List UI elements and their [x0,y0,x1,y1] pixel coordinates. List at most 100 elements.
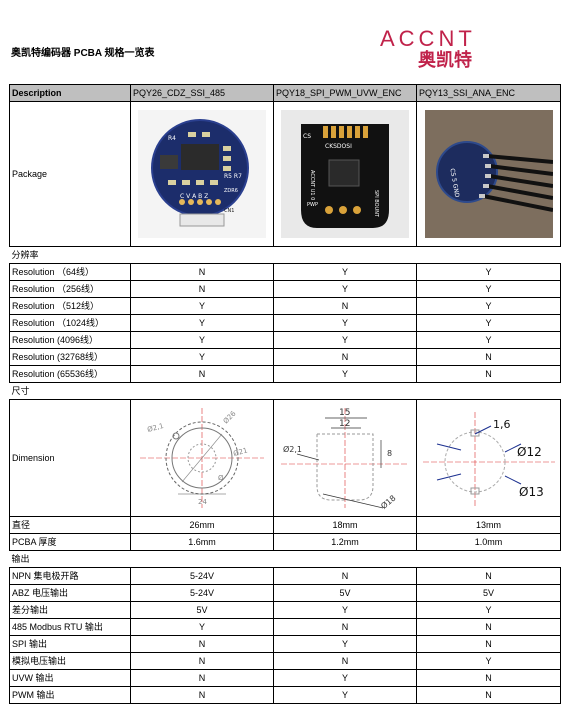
pcba-board-26mm-image: C V A B Z R4 R5 R7 ZDR6 CN1 [138,110,266,238]
pcba-board-13mm-image: CS 5 GND [424,110,553,238]
spec-table: Description PQY26_CDZ_SSI_485 PQY18_SPI_… [9,84,561,704]
dimension-drawing-3: 1,6 Ø12 Ø13 [416,399,561,517]
output-value-col3: Y [416,601,561,619]
output-value-col1: N [130,669,274,687]
resolution-row-label: Resolution (65536线） [9,365,131,383]
resolution-row-label: Resolution (4096线） [9,331,131,349]
output-value-col3: Y [416,652,561,670]
resolution-row-label: Resolution （256线） [9,280,131,298]
output-row-label: NPN 集电极开路 [9,567,131,585]
resolution-value-col3: N [416,348,561,366]
header-col3: PQY13_SSI_ANA_ENC [416,84,561,102]
resolution-value-col1: Y [130,297,274,315]
output-row-label: UVW 输出 [9,669,131,687]
logo-brand-text: ACCNT [380,26,476,51]
package-image-2: CS CKSDOSI ACCNT U1 0 PWP SPI BOUNT [273,101,417,247]
dimension-drawing-13mm: 1,6 Ø12 Ø13 [422,412,555,508]
dim3-label-c: Ø13 [519,485,544,499]
resolution-value-col2: N [273,348,417,366]
size-section: 尺寸 [9,382,561,400]
size-value-col2: 1.2mm [273,533,417,551]
output-value-col2: 5V [273,584,417,602]
board1-pads: C V A B Z [180,193,208,200]
resolution-value-col3: Y [416,297,561,315]
dim1-label-c: Ø21 [232,446,248,457]
size-value-col3: 13mm [416,516,561,534]
output-value-col2: Y [273,669,417,687]
output-value-col1: 5V [130,601,274,619]
output-value-col2: Y [273,686,417,704]
size-section-label: 尺寸 [9,382,561,400]
size-value-col2: 18mm [273,516,417,534]
dim2-label-a: 15 [339,408,350,418]
output-row-label: SPI 输出 [9,635,131,653]
resolution-value-col2: Y [273,280,417,298]
dimension-drawing-18mm: 15 12 Ø2,1 8 Ø18 [281,408,409,511]
package-label: Package [9,101,131,247]
output-section-label: 输出 [9,550,561,568]
resolution-value-col1: Y [130,348,274,366]
dim1-label-d: 24 [198,498,207,506]
dim3-label-b: Ø12 [517,445,542,459]
package-row: Package [9,101,561,247]
dim3-label-a: 1,6 [493,418,511,431]
output-value-col3: N [416,567,561,585]
output-value-col2: Y [273,601,417,619]
size-value-col3: 1.0mm [416,533,561,551]
output-value-col3: N [416,618,561,636]
board1-ref1: R4 [168,135,176,142]
dimension-label: Dimension [9,399,131,517]
dim2-label-e: Ø18 [379,493,398,511]
resolution-section: 分辨率 [9,246,561,264]
board2-top-label: CS [303,133,311,140]
resolution-value-col2: Y [273,314,417,332]
resolution-value-col1: N [130,280,274,298]
output-value-col2: Y [273,635,417,653]
dimension-drawing-2: 15 12 Ø2,1 8 Ø18 [273,399,417,517]
resolution-row-label: Resolution （1024线） [9,314,131,332]
dimension-row: Dimension Ø2,1 Ø26 Ø21 24 Ø [9,399,561,517]
output-row-label: 差分输出 [9,601,131,619]
resolution-section-label: 分辨率 [9,246,561,264]
board2-label1: CKSDOSI [325,143,352,150]
output-value-col1: Y [130,618,274,636]
output-value-col1: N [130,652,274,670]
resolution-value-col3: Y [416,263,561,281]
resolution-value-col3: N [416,365,561,383]
size-row-label: PCBA 厚度 [9,533,131,551]
dimension-drawing-1: Ø2,1 Ø26 Ø21 24 Ø [130,399,274,517]
resolution-value-col2: Y [273,263,417,281]
logo-brand-cn: 奥凯特 [418,50,472,70]
resolution-value-col3: Y [416,331,561,349]
output-value-col1: 5-24V [130,567,274,585]
header-col2: PQY18_SPI_PWM_UVW_ENC [273,84,417,102]
resolution-value-col3: Y [416,314,561,332]
dim2-label-c: Ø2,1 [283,444,302,454]
pcba-board-18mm-image: CS CKSDOSI ACCNT U1 0 PWP SPI BOUNT [281,110,409,238]
resolution-value-col1: N [130,263,274,281]
board2-label2: ACCNT U1 0 [309,170,315,200]
dim2-label-b: 12 [339,419,350,429]
board1-ref2: R5 R7 [224,173,242,180]
dim2-label-d: 8 [387,449,392,458]
header-description: Description [9,84,131,102]
resolution-row-label: Resolution (32768线） [9,348,131,366]
resolution-value-col1: N [130,365,274,383]
board2-label4: SPI BOUNT [373,190,379,218]
output-value-col2: N [273,652,417,670]
resolution-value-col1: Y [130,314,274,332]
output-row-label: ABZ 电压输出 [9,584,131,602]
header-col1: PQY26_CDZ_SSI_485 [130,84,274,102]
board2-label3: PWP [307,202,318,208]
board1-ref4: CN1 [224,208,234,214]
